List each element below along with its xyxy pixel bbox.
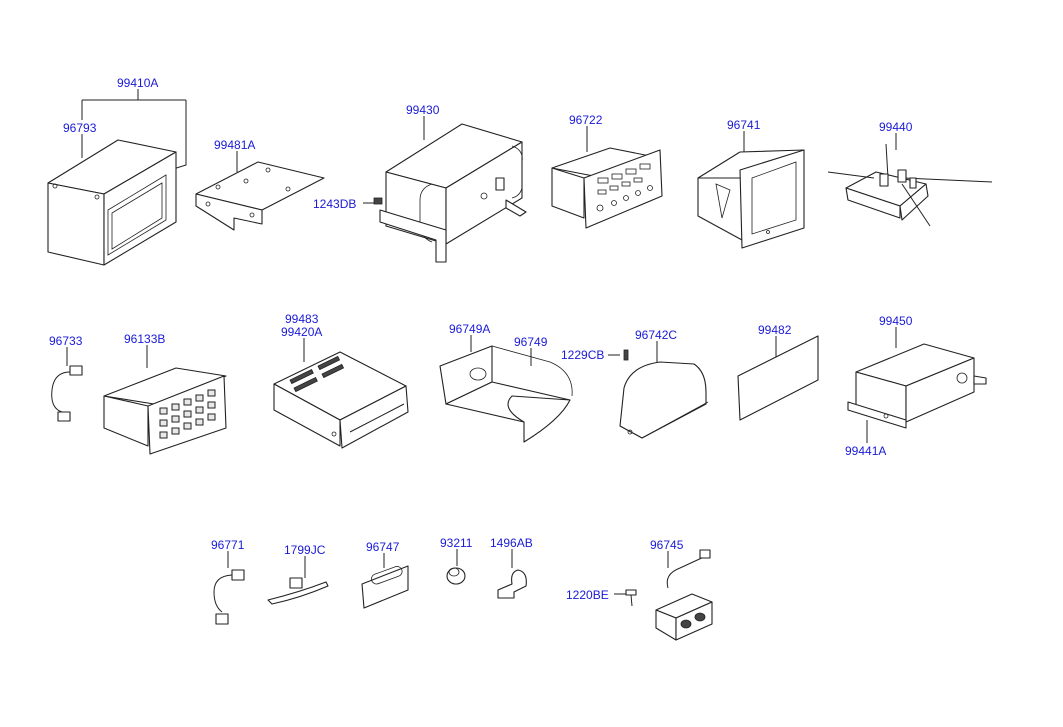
part-label-99420A[interactable]: 99420A bbox=[281, 325, 323, 339]
screws-drawing bbox=[625, 589, 637, 607]
clip-drawing bbox=[267, 577, 329, 605]
part-label-99410A[interactable]: 99410A bbox=[117, 76, 159, 90]
part-label-96741[interactable]: 96741 bbox=[727, 118, 761, 132]
part-label-96745[interactable]: 96745 bbox=[650, 538, 684, 552]
part-label-96747[interactable]: 96747 bbox=[366, 540, 400, 554]
antenna-drawing bbox=[827, 143, 993, 227]
part-label-99483[interactable]: 99483 bbox=[285, 312, 319, 326]
part-label-93211[interactable]: 93211 bbox=[440, 536, 473, 550]
part-label-96722[interactable]: 96722 bbox=[569, 113, 603, 127]
holder-drawing bbox=[439, 345, 573, 443]
part-label-99450[interactable]: 99450 bbox=[879, 314, 913, 328]
part-label-1243DB[interactable]: 1243DB bbox=[313, 197, 357, 211]
part-label-1229CB[interactable]: 1229CB bbox=[561, 348, 605, 362]
amplifier-drawing bbox=[373, 123, 527, 263]
keypad-drawing bbox=[103, 367, 227, 455]
part-label-99430[interactable]: 99430 bbox=[406, 103, 440, 117]
cover-drawing bbox=[619, 349, 709, 439]
monitor-housing-drawing bbox=[47, 139, 177, 266]
clamp-drawing bbox=[497, 569, 527, 599]
radio-unit-drawing bbox=[273, 351, 409, 449]
part-label-99482[interactable]: 99482 bbox=[758, 323, 792, 337]
part-label-96749A[interactable]: 96749A bbox=[449, 322, 491, 336]
monitor-drawing bbox=[697, 149, 805, 249]
grommet-drawing bbox=[446, 567, 466, 585]
part-label-96742C[interactable]: 96742C bbox=[635, 328, 678, 342]
part-label-99440[interactable]: 99440 bbox=[879, 120, 913, 134]
harness-drawing bbox=[51, 365, 83, 422]
part-label-96771[interactable]: 96771 bbox=[211, 538, 245, 552]
bracket-drawing bbox=[195, 161, 325, 231]
speaker-drawing bbox=[655, 549, 713, 641]
part-label-1799JC[interactable]: 1799JC bbox=[284, 543, 326, 557]
part-label-96793[interactable]: 96793 bbox=[63, 121, 97, 135]
control-panel-drawing bbox=[551, 147, 663, 229]
part-label-1496AB[interactable]: 1496AB bbox=[490, 536, 533, 550]
harness-2-drawing bbox=[213, 569, 245, 625]
plate-drawing bbox=[737, 335, 819, 421]
pad-drawing bbox=[361, 565, 409, 609]
part-label-96733[interactable]: 96733 bbox=[49, 334, 83, 348]
part-label-96749[interactable]: 96749 bbox=[514, 335, 548, 349]
part-label-1220BE[interactable]: 1220BE bbox=[566, 588, 609, 602]
part-label-99481A[interactable]: 99481A bbox=[214, 138, 256, 152]
part-label-96133B[interactable]: 96133B bbox=[124, 332, 166, 346]
part-label-99441A[interactable]: 99441A bbox=[845, 444, 887, 458]
tuner-drawing bbox=[847, 343, 987, 429]
